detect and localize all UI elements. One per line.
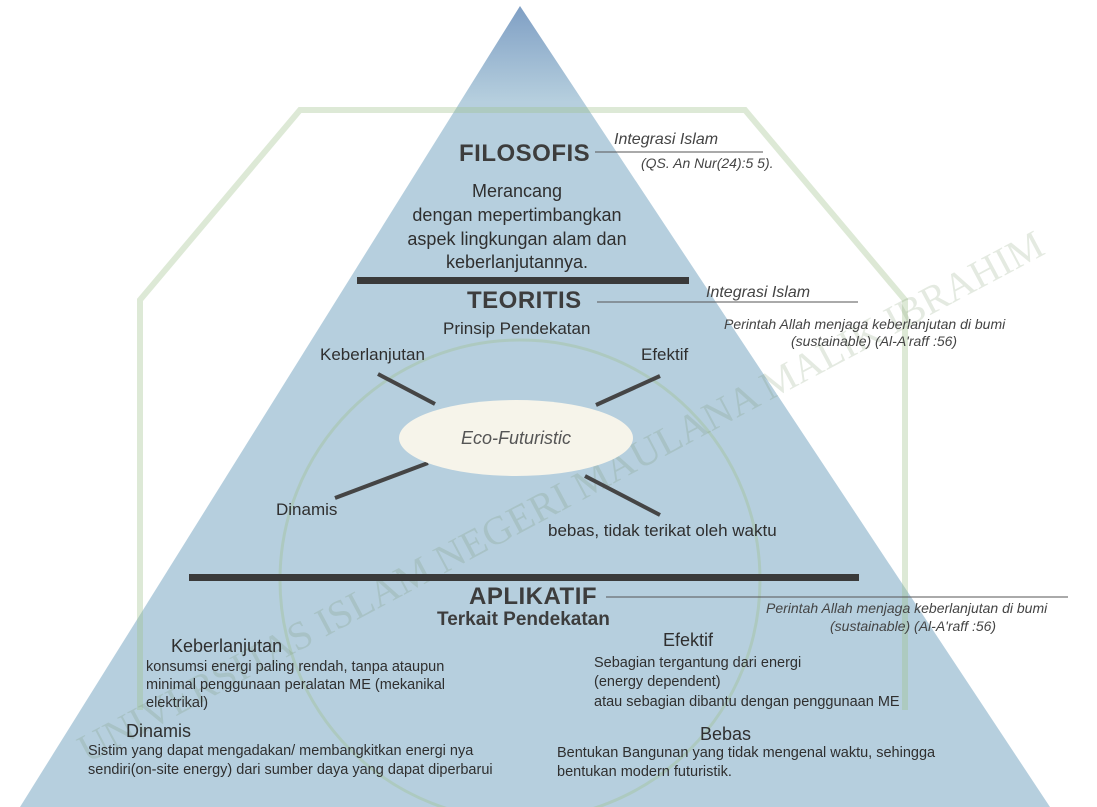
aplikatif-efektif-line-1: Sebagian tergantung dari energi	[594, 655, 802, 671]
filosofis-integration-ref: (QS. An Nur(24):5 5).	[641, 155, 774, 171]
aplikatif-title: APLIKATIF	[469, 583, 598, 610]
filosofis-desc-2: dengan mepertimbangkan	[412, 205, 622, 225]
aplikatif-dinamis-line-2: sendiri(on-site energy) dari sumber daya…	[88, 762, 493, 778]
aplikatif-keberlanjutan-line-1: konsumsi energi paling rendah, tanpa ata…	[146, 659, 445, 675]
aplikatif-bebas-line-1: Bentukan Bangunan yang tidak mengenal wa…	[557, 745, 936, 761]
spoke-dinamis	[334, 461, 429, 500]
aplikatif-efektif-line-2: (energy dependent)	[594, 674, 721, 690]
filosofis-title: FILOSOFIS	[459, 140, 591, 167]
aplikatif-keberlanjutan-line-2: minimal penggunaan peralatan ME (mekanik…	[146, 677, 446, 693]
aplikatif-dinamis-line-1: Sistim yang dapat mengadakan/ membangkit…	[88, 743, 474, 759]
filosofis-desc-1: Merancang	[471, 181, 563, 201]
aplikatif-bebas-line-2: bentukan modern futuristik.	[557, 764, 732, 780]
divider-teoritis-aplikatif	[189, 574, 859, 581]
spoke-bebas	[584, 474, 661, 517]
principle-efektif: Efektif	[641, 345, 689, 364]
aplikatif-dinamis-title: Dinamis	[126, 721, 192, 741]
filosofis-desc-3: aspek lingkungan alam dan	[407, 229, 627, 249]
aplikatif-keberlanjutan-title: Keberlanjutan	[171, 636, 283, 656]
filosofis-integration-title: Integrasi Islam	[614, 131, 719, 148]
divider-filosofis-teoritis	[357, 277, 689, 284]
aplikatif-efektif-title: Efektif	[663, 630, 714, 650]
aplikatif-subtitle: Terkait Pendekatan	[437, 609, 610, 630]
teoritis-title: TEORITIS	[467, 287, 582, 314]
teoritis-integration-ref-1: Perintah Allah menjaga keberlanjutan di …	[724, 316, 1006, 332]
aplikatif-keberlanjutan-line-3: elektrikal)	[146, 695, 209, 711]
teoritis-integration-title: Integrasi Islam	[706, 284, 811, 301]
aplikatif-bebas-title: Bebas	[700, 724, 752, 744]
principle-keberlanjutan: Keberlanjutan	[320, 345, 425, 364]
eco-futuristic-label: Eco-Futuristic	[460, 428, 572, 448]
spoke-efektif	[595, 374, 661, 407]
aplikatif-integration-ref-2: (sustainable) (Al-A'raff :56)	[830, 618, 997, 634]
aplikatif-integration-ref-1: Perintah Allah menjaga keberlanjutan di …	[766, 600, 1048, 616]
teoritis-subtitle: Prinsip Pendekatan	[443, 319, 591, 338]
aplikatif-efektif-line-3: atau sebagian dibantu dengan penggunaan …	[594, 694, 900, 710]
teoritis-integration-ref-2: (sustainable) (Al-A'raff :56)	[791, 333, 958, 349]
principle-dinamis: Dinamis	[276, 500, 338, 519]
principle-bebas: bebas, tidak terikat oleh waktu	[548, 521, 777, 540]
filosofis-desc-4: keberlanjutannya.	[445, 252, 589, 272]
eco-futuristic-ellipse	[399, 400, 633, 476]
spoke-keberlanjutan	[377, 372, 436, 406]
